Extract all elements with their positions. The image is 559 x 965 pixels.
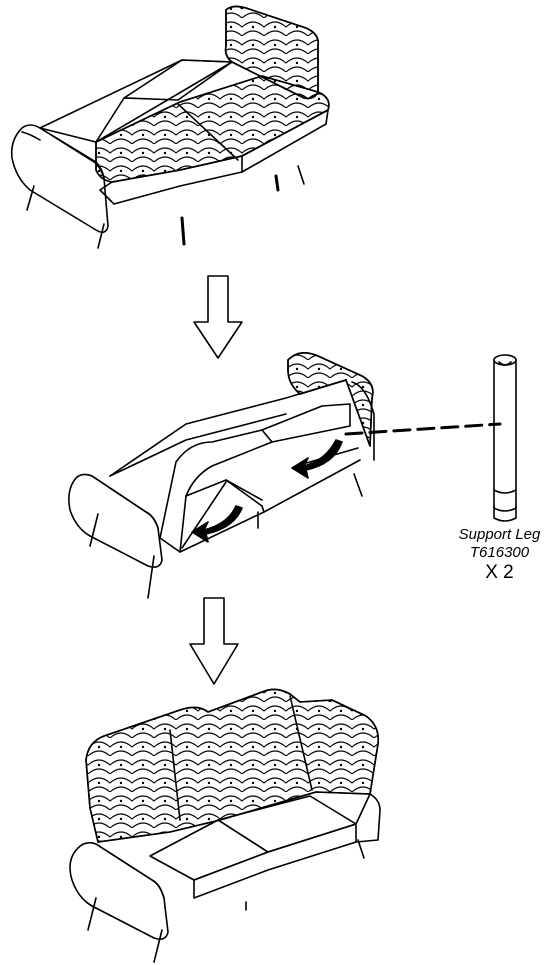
sofa3-backrest	[85, 688, 380, 843]
down-arrow-icon	[189, 597, 239, 685]
sofa2-leg	[147, 555, 155, 599]
leader-line	[344, 422, 502, 436]
part-name-label: Support Leg	[458, 526, 541, 543]
part-quantity-label: X 2	[485, 562, 514, 583]
sofa2-leg	[353, 473, 363, 497]
support-leg-part	[493, 354, 517, 522]
sofa3-right-arm	[355, 793, 381, 843]
part-code-label: T616300	[469, 544, 530, 561]
curved-arrow-icon	[191, 505, 243, 543]
sofa3-leg	[87, 897, 97, 931]
sofa3-leg	[357, 839, 365, 859]
sofa1-leg	[274, 174, 280, 192]
sofa1-leg	[180, 216, 186, 246]
sofa-half-raised	[68, 352, 502, 599]
sofa-upright	[69, 688, 381, 963]
sofa1-leg	[26, 185, 35, 211]
sofa-bed-flat	[10, 5, 330, 249]
sofa2-leg	[89, 513, 99, 547]
sofa2-seat-deck	[159, 429, 273, 553]
curved-arrow-icon	[291, 439, 343, 479]
down-arrow-icon	[193, 275, 243, 359]
sofa3-leg	[153, 929, 163, 963]
sofa1-leg	[97, 223, 105, 249]
sofa2-left-arm	[68, 473, 163, 568]
sofa1-leg	[297, 165, 305, 185]
